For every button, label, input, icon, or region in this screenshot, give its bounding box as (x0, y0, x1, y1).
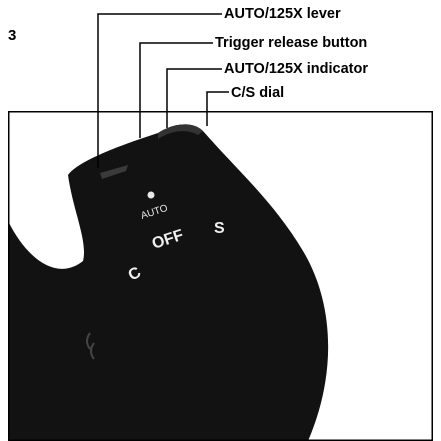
leader-line-indicator (166, 68, 222, 128)
camera-photo: AUTO OFF S C (8, 111, 433, 441)
callout-dial-label: C/S dial (231, 85, 285, 101)
callout-lever-label: AUTO/125X lever (224, 6, 341, 22)
grip-ridges (86, 332, 95, 360)
lever-highlight (100, 165, 128, 179)
camera-photo-drawing: AUTO OFF S C (8, 111, 433, 441)
camera-body (8, 124, 329, 441)
top-highlight (158, 124, 203, 139)
leader-line-lever (97, 13, 222, 168)
callout-indicator-label: AUTO/125X indicator (224, 61, 368, 77)
leader-line-dial (206, 91, 229, 126)
callout-trigger-label: Trigger release button (215, 35, 368, 51)
leader-line-trigger (139, 42, 213, 138)
indicator-dot (147, 191, 155, 199)
figure-number: 3 (8, 27, 17, 44)
photo-text-s: S (214, 220, 225, 237)
